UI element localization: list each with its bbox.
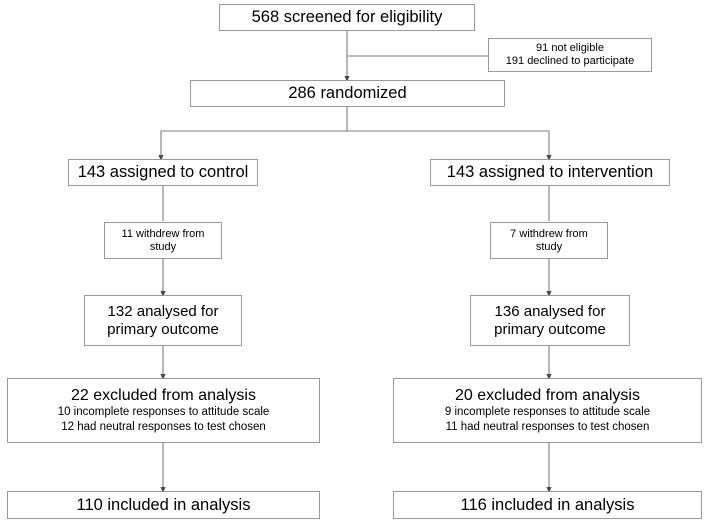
node-intervention-withdrew-line1: 7 withdrew from xyxy=(510,227,588,240)
node-control-excluded-title: 22 excluded from analysis xyxy=(71,387,256,405)
node-not-eligible: 91 not eligible 191 declined to particip… xyxy=(488,38,652,72)
node-intervention-excluded-line1: 9 incomplete responses to attitude scale xyxy=(444,406,651,419)
node-control-assigned: 143 assigned to control xyxy=(68,159,258,186)
node-intervention-withdrew-line2: study xyxy=(535,240,563,253)
node-intervention-included-label: 116 included in analysis xyxy=(460,495,635,514)
node-not-eligible-line2: 191 declined to participate xyxy=(505,55,635,67)
node-control-analysed-line1: 132 analysed for xyxy=(107,303,219,321)
node-screened-for-eligibility: 568 screened for eligibility xyxy=(219,4,475,31)
node-control-withdrew: 11 withdrew from study xyxy=(104,222,222,259)
node-intervention-included: 116 included in analysis xyxy=(393,491,702,519)
node-randomized: 286 randomized xyxy=(190,80,505,107)
node-control-analysed: 132 analysed for primary outcome xyxy=(84,295,242,346)
node-not-eligible-line1: 91 not eligible xyxy=(536,42,604,55)
node-intervention-analysed-line1: 136 analysed for xyxy=(494,303,606,321)
node-intervention-assigned: 143 assigned to intervention xyxy=(430,159,670,186)
node-screened-label: 568 screened for eligibility xyxy=(251,8,443,27)
node-intervention-excluded-line2: 11 had neutral responses to test chosen xyxy=(445,420,650,433)
node-control-assigned-label: 143 assigned to control xyxy=(77,163,249,182)
node-intervention-analysed-line2: primary outcome xyxy=(494,320,606,338)
node-control-excluded-line2: 12 had neutral responses to test chosen xyxy=(61,420,266,433)
node-intervention-analysed: 136 analysed for primary outcome xyxy=(470,295,630,346)
node-intervention-excluded: 20 excluded from analysis 9 incomplete r… xyxy=(393,378,702,443)
node-intervention-withdrew: 7 withdrew from study xyxy=(490,222,608,259)
node-control-included-label: 110 included in analysis xyxy=(76,495,251,514)
node-intervention-excluded-title: 20 excluded from analysis xyxy=(455,387,640,405)
node-control-excluded-line1: 10 incomplete responses to attitude scal… xyxy=(57,406,270,419)
node-control-withdrew-line1: 11 withdrew from xyxy=(121,227,205,240)
node-intervention-assigned-label: 143 assigned to intervention xyxy=(446,163,654,182)
node-randomized-label: 286 randomized xyxy=(288,84,407,103)
node-control-excluded: 22 excluded from analysis 10 incomplete … xyxy=(7,378,320,443)
node-control-withdrew-line2: study xyxy=(149,240,177,253)
node-control-analysed-line2: primary outcome xyxy=(107,320,219,338)
node-control-included: 110 included in analysis xyxy=(7,491,320,519)
